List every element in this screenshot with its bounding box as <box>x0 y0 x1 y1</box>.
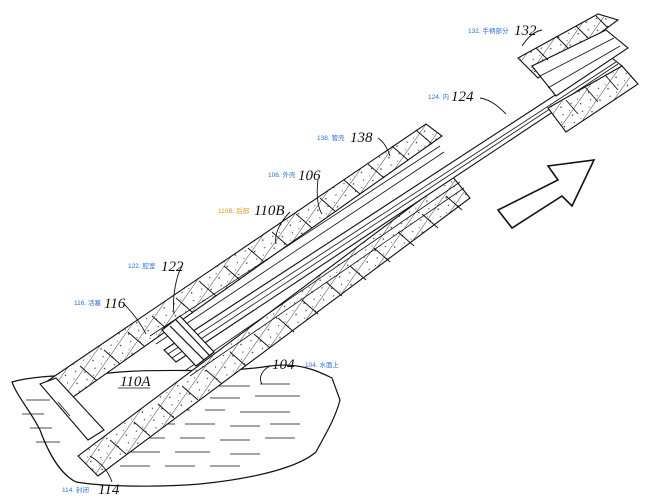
end-seal <box>39 377 105 441</box>
label-inner: 124. 内 124 <box>428 89 474 105</box>
label-seal: 114. 封闭 114 <box>62 482 120 498</box>
label-sleeve: 138. 管壳 138 <box>317 130 373 146</box>
label-rear: 110B. 后部 110B <box>218 203 285 219</box>
refnum-114: 114 <box>98 482 120 498</box>
label-handle: 132. 手柄部分 132 <box>468 23 537 39</box>
arrow-up-right-icon <box>496 159 596 230</box>
handle-portion <box>517 13 639 133</box>
annotation-chamber: 122. 腔室 <box>128 261 156 270</box>
refnum-104: 104 <box>272 357 295 373</box>
label-chamber: 122. 腔室 122 <box>128 259 184 275</box>
annotation-water-surface: 104. 水面上 <box>305 360 339 369</box>
wall-segments <box>79 129 463 455</box>
housing-inner-lines <box>149 145 465 377</box>
annotation-seal: 114. 封闭 <box>62 485 89 494</box>
piston-assembly <box>161 315 215 367</box>
annotation-piston: 116. 活塞 <box>74 298 101 307</box>
refnum-138: 138 <box>350 130 373 146</box>
label-outer: 106. 外壳 106 <box>268 168 321 184</box>
label-region: 110A <box>118 374 151 390</box>
refnum-122: 122 <box>161 259 184 275</box>
refnum-110a: 110A <box>120 374 151 390</box>
annotation-inner: 124. 内 <box>428 92 449 101</box>
annotation-handle: 132. 手柄部分 <box>468 26 509 35</box>
leader-lines <box>89 29 543 483</box>
label-water-surface: 104 104. 水面上 <box>272 357 339 373</box>
refnum-132: 132 <box>514 23 537 39</box>
annotation-sleeve: 138. 管壳 <box>317 133 345 142</box>
annotation-rear: 110B. 后部 <box>218 206 250 215</box>
annotation-outer: 106. 外壳 <box>268 170 296 179</box>
label-piston: 116. 活塞 116 <box>74 296 126 312</box>
refnum-116: 116 <box>104 296 126 312</box>
refnum-124: 124 <box>451 89 474 105</box>
refnum-106: 106 <box>298 168 321 184</box>
refnum-110b: 110B <box>254 203 285 219</box>
